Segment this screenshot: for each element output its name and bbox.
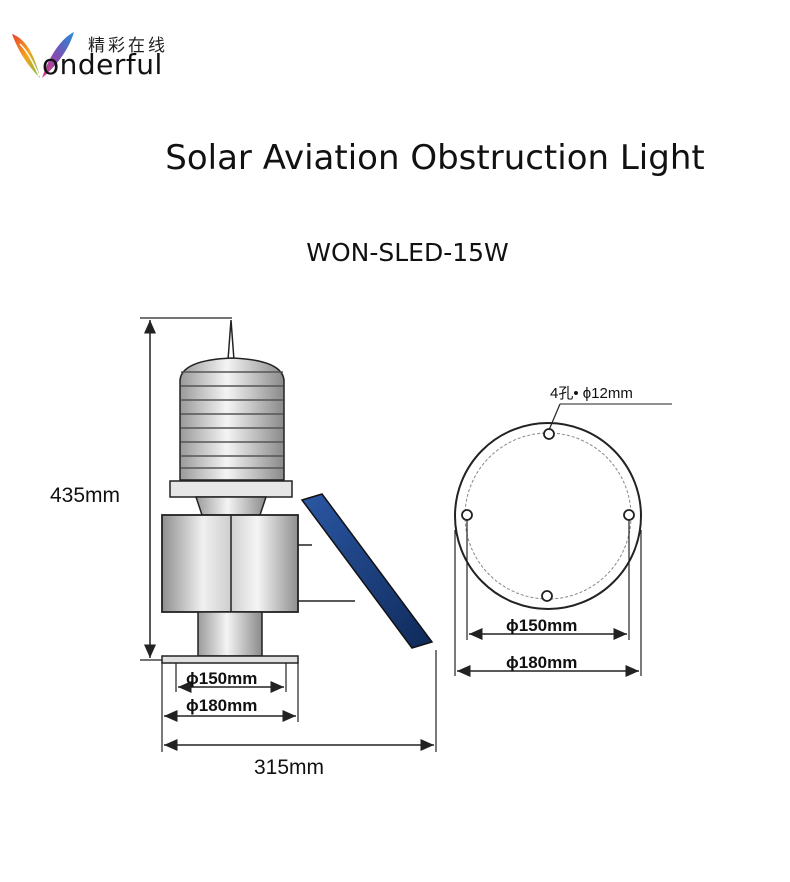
top-outer-diameter-label: ϕ180mm [506,653,577,672]
top-inner-diameter-label: ϕ150mm [506,616,577,635]
mounting-hole-right [623,509,635,521]
base-plate [161,655,299,664]
antenna [227,319,235,361]
height-label: 435mm [50,484,120,507]
mounting-column [197,611,263,657]
top-view: 4孔• ϕ12mm ϕ150mm ϕ180mm [454,385,672,677]
logo-word-mark: onderful [42,48,163,81]
side-outer-diameter-label: ϕ180mm [186,696,257,715]
hole-label: 4孔• ϕ12mm [550,385,633,402]
mounting-hole-left [461,509,473,521]
logo-chinese-name: 精彩在线 [88,36,168,56]
mounting-hole-bottom [541,590,553,602]
battery-housing [161,514,299,613]
butterfly-logo-icon [12,32,74,78]
page-title: Solar Aviation Obstruction Light [165,138,705,178]
lamp-flange [169,480,293,498]
lamp-neck [194,496,268,516]
mounting-hole-top [543,428,555,440]
brand-logo [10,30,200,85]
lamp-dome [179,357,285,481]
model-number: WON-SLED-15W [306,238,509,267]
side-view: 435mm ϕ150mm ϕ180mm 315mm [50,317,437,779]
outer-circle [454,422,642,610]
total-width-label: 315mm [254,756,324,779]
side-inner-diameter-label: ϕ150mm [186,669,257,688]
solar-panel [300,493,434,649]
